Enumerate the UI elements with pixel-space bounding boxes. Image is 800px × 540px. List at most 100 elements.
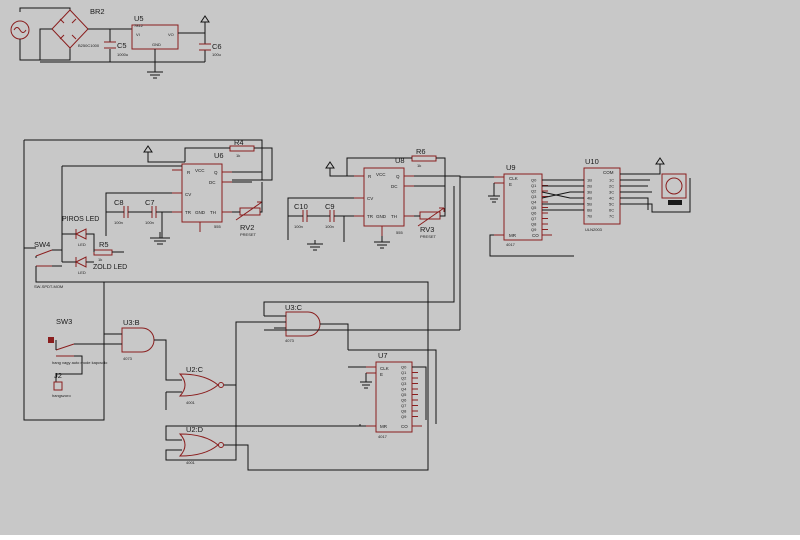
u5-pin-vo: VO [168,32,174,37]
u9-output-label: Q7 [531,216,537,221]
sw4-ref: SW4 [34,240,50,249]
piros-led-icon [74,228,87,240]
u10-input-label: 1B [587,178,592,183]
rv3-ref: RV3 [420,225,434,234]
u10-body [583,167,621,225]
u3b-wires [104,333,182,381]
u8-pin-r: R [368,174,372,179]
u8-ground2-icon [374,236,390,249]
u8-pin-vcc: VCC [376,172,386,177]
u7-output-label: Q9 [401,414,407,419]
u7-pin-clk: CLK [380,366,389,371]
u5-pin-gnd: GND [152,42,161,47]
u9-output-label: Q9 [531,227,537,232]
u8-pin-cv: CV [367,196,373,201]
r6-value: 1k [417,163,421,168]
u6-pin-gnd: GND [195,210,206,215]
u10-input-label: 4B [587,196,592,201]
u8-pins [354,175,414,236]
br2-ref: BR2 [90,7,105,16]
u6-pins [172,169,232,232]
u2d-nor-gate [178,433,219,457]
u10-output-label: 4C [609,196,614,201]
c8-capacitor [123,206,129,218]
u10-ref: U10 [585,157,599,166]
u9-output-label: Q2 [531,189,537,194]
u3c-wires [263,186,460,350]
sw3-button-icon [48,337,54,343]
vcc-flag-icon [200,15,210,23]
piros-led-label: PIROS LED [62,216,99,223]
c6-ref: C6 [212,42,222,51]
c9-value: 100n [325,224,334,229]
sw4-wires [23,248,105,421]
u7-output-label: Q8 [401,409,407,414]
u9-pin-mr: MR [509,233,517,238]
u9-pin-clk: CLK [509,176,518,181]
j2-ref: J2 [54,371,62,380]
u6-timer-section: U6 R VCC Q DC CV GND TR TH 555 R4 1k RV2… [23,138,273,248]
u10-input-label: 2B [587,184,592,189]
r5-ref: R5 [99,240,109,249]
u10-output-label: 7C [609,214,614,219]
c7-capacitor [151,206,157,218]
u5-pin-vi: VI [136,32,140,37]
r4-ref: R4 [234,138,244,147]
u10-output-label: 2C [609,184,614,189]
u7-output-label: Q1 [401,370,407,375]
u6-lower-wires [105,182,263,238]
u7-output-label: Q5 [401,392,407,397]
c5-capacitor [104,41,116,49]
u9-value: 4017 [506,242,516,247]
zold-led-value: LED [78,270,86,275]
c8-value: 100n [114,220,123,225]
u7-body [375,361,413,433]
u7-pin-e: E [380,372,383,377]
u2d-value: 4001 [186,460,196,465]
rv2-ref: RV2 [240,223,254,232]
r5-value: 1k [98,257,102,262]
u6-pin-cv: CV [185,192,191,197]
u10-input-label: 7B [587,214,592,219]
u8-ref: U8 [395,156,405,165]
u9-pin-co: CO [532,233,539,238]
u2c-wires [165,321,274,461]
u10-input-label: 5B [587,202,592,207]
u3b-ref: U3:B [123,318,140,327]
u9-output-label: Q4 [531,200,537,205]
u7-wires [348,349,437,427]
u7-output-label: Q3 [401,381,407,386]
u6-pin-r: R [187,170,191,175]
motor-coil-icon [668,200,682,205]
u8-pin-tr: TR [367,214,374,219]
c6-capacitor [199,43,211,51]
br2-value: B250C1000 [78,43,100,48]
motor-vcc-flag-icon [655,157,665,165]
u10-output-wires [620,164,691,213]
u10-value: ULN2003 [585,227,603,232]
c10-capacitor [302,210,308,222]
u6-vcc-wire [147,152,185,163]
u6-value: 555 [214,224,221,229]
u6-pin-th: TH [210,210,216,215]
u7-output-label: Q0 [401,365,407,370]
u9-output-label: Q0 [531,178,537,183]
u7-output-label: Q4 [401,387,407,392]
c9-capacitor [329,210,335,222]
u7-pin-mr: MR [380,424,388,429]
u6-pin-vcc: VCC [195,168,205,173]
u9-output-label: Q6 [531,211,537,216]
u9-pin-e: E [509,182,512,187]
u2c-bubble [218,382,224,388]
j2-connector [53,381,63,391]
u10-pin-com: COM [603,170,614,175]
u5-ref: U5 [134,14,144,23]
u2d-ref: U2:D [186,425,204,434]
c6-value: 100u [212,52,221,57]
u8-lower-wires [287,186,446,242]
